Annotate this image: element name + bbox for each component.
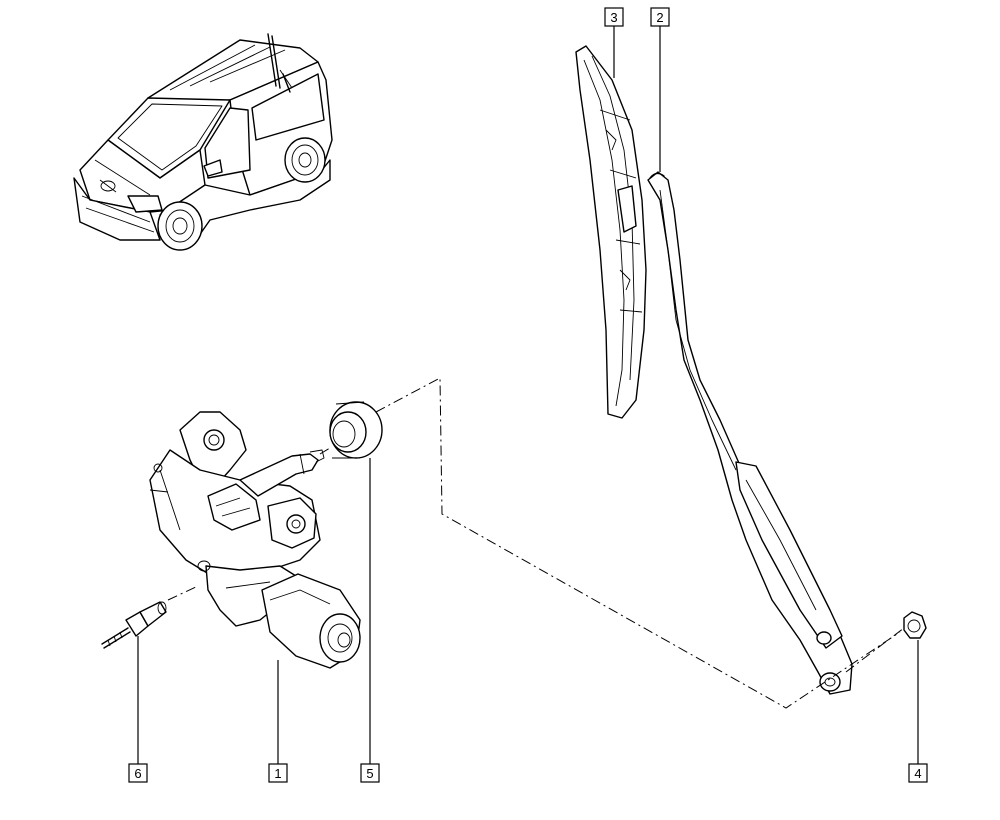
assembly-axis-lines xyxy=(167,377,905,709)
callout-3: 3 xyxy=(604,7,624,27)
callout-1-label: 1 xyxy=(274,766,281,781)
wiper-blade xyxy=(575,45,647,419)
callout-6-label: 6 xyxy=(134,766,141,781)
van-illustration xyxy=(73,33,333,251)
callout-6: 6 xyxy=(128,763,148,783)
mounting-bolt xyxy=(101,601,167,649)
wiper-arm xyxy=(647,171,853,695)
callout-5-label: 5 xyxy=(366,766,373,781)
callout-1: 1 xyxy=(268,763,288,783)
motor-shaft-seal xyxy=(329,401,383,459)
callout-5: 5 xyxy=(360,763,380,783)
leader-lines xyxy=(137,24,919,764)
callout-4: 4 xyxy=(908,763,928,783)
callout-2: 2 xyxy=(650,7,670,27)
rear-wiper-motor xyxy=(149,411,361,669)
arm-nut xyxy=(903,611,927,639)
callout-4-label: 4 xyxy=(914,766,921,781)
callout-3-label: 3 xyxy=(610,10,617,25)
callout-2-label: 2 xyxy=(656,10,663,25)
